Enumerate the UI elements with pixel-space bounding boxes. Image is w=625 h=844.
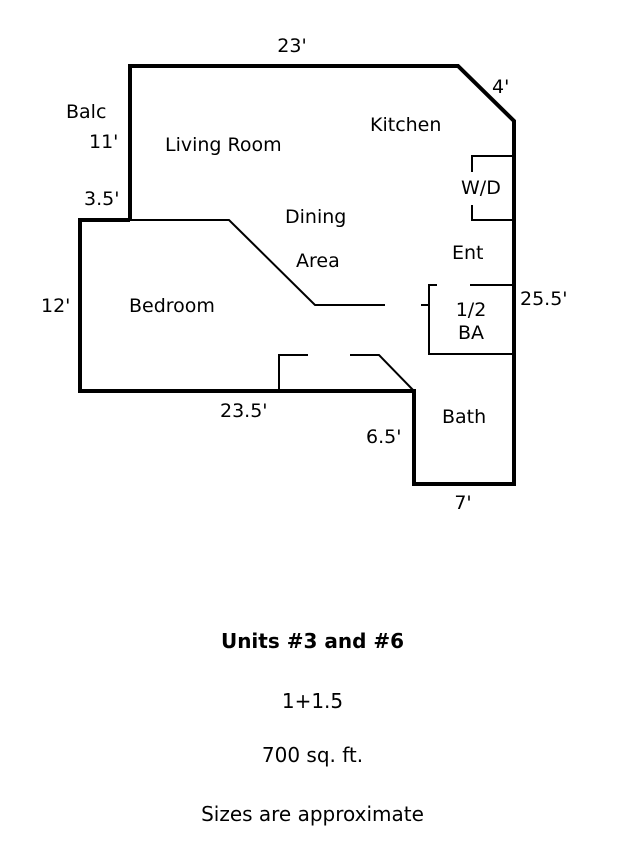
room-label-bath: Bath — [442, 406, 487, 428]
dimension-balcony-step: 3.5' — [84, 188, 120, 210]
washer-dryer-closet-lower — [471, 205, 514, 221]
room-label-washer-dryer: W/D — [461, 177, 501, 199]
bath-entry-wall — [350, 354, 415, 392]
room-label-kitchen: Kitchen — [370, 114, 442, 136]
floor-plan-drawing — [78, 64, 516, 486]
dimension-top: 23' — [277, 35, 307, 57]
room-label-dining-area: Area — [296, 250, 340, 272]
unit-title: Units #3 and #6 — [220, 629, 405, 653]
bedroom-wall-upper — [130, 219, 385, 306]
dimension-bedroom-left: 12' — [41, 295, 71, 317]
exterior-wall — [78, 64, 516, 486]
dimension-bath-left: 6.5' — [366, 426, 402, 448]
unit-config: 1+1.5 — [281, 689, 344, 713]
room-label-living-room: Living Room — [165, 134, 282, 156]
size-disclaimer: Sizes are approximate — [201, 802, 424, 826]
room-label-half-bath: 1/2 — [455, 299, 487, 321]
dimension-bath-bottom: 7' — [454, 492, 472, 514]
bedroom-closet-wall — [278, 354, 308, 391]
room-label-balcony: Balc — [66, 101, 107, 123]
half-bath-wall — [428, 284, 514, 355]
washer-dryer-closet — [471, 155, 514, 172]
room-label-bedroom: Bedroom — [129, 295, 215, 317]
dimension-living-left: 11' — [89, 131, 119, 153]
dimension-bottom: 23.5' — [220, 400, 268, 422]
room-label-half-bath-ba: BA — [457, 322, 485, 344]
dimension-right: 25.5' — [520, 288, 568, 310]
dimension-corner-diagonal: 4' — [492, 76, 510, 98]
room-label-dining: Dining — [285, 206, 347, 228]
unit-area: 700 sq. ft. — [261, 743, 364, 767]
room-label-entry: Ent — [452, 242, 484, 264]
